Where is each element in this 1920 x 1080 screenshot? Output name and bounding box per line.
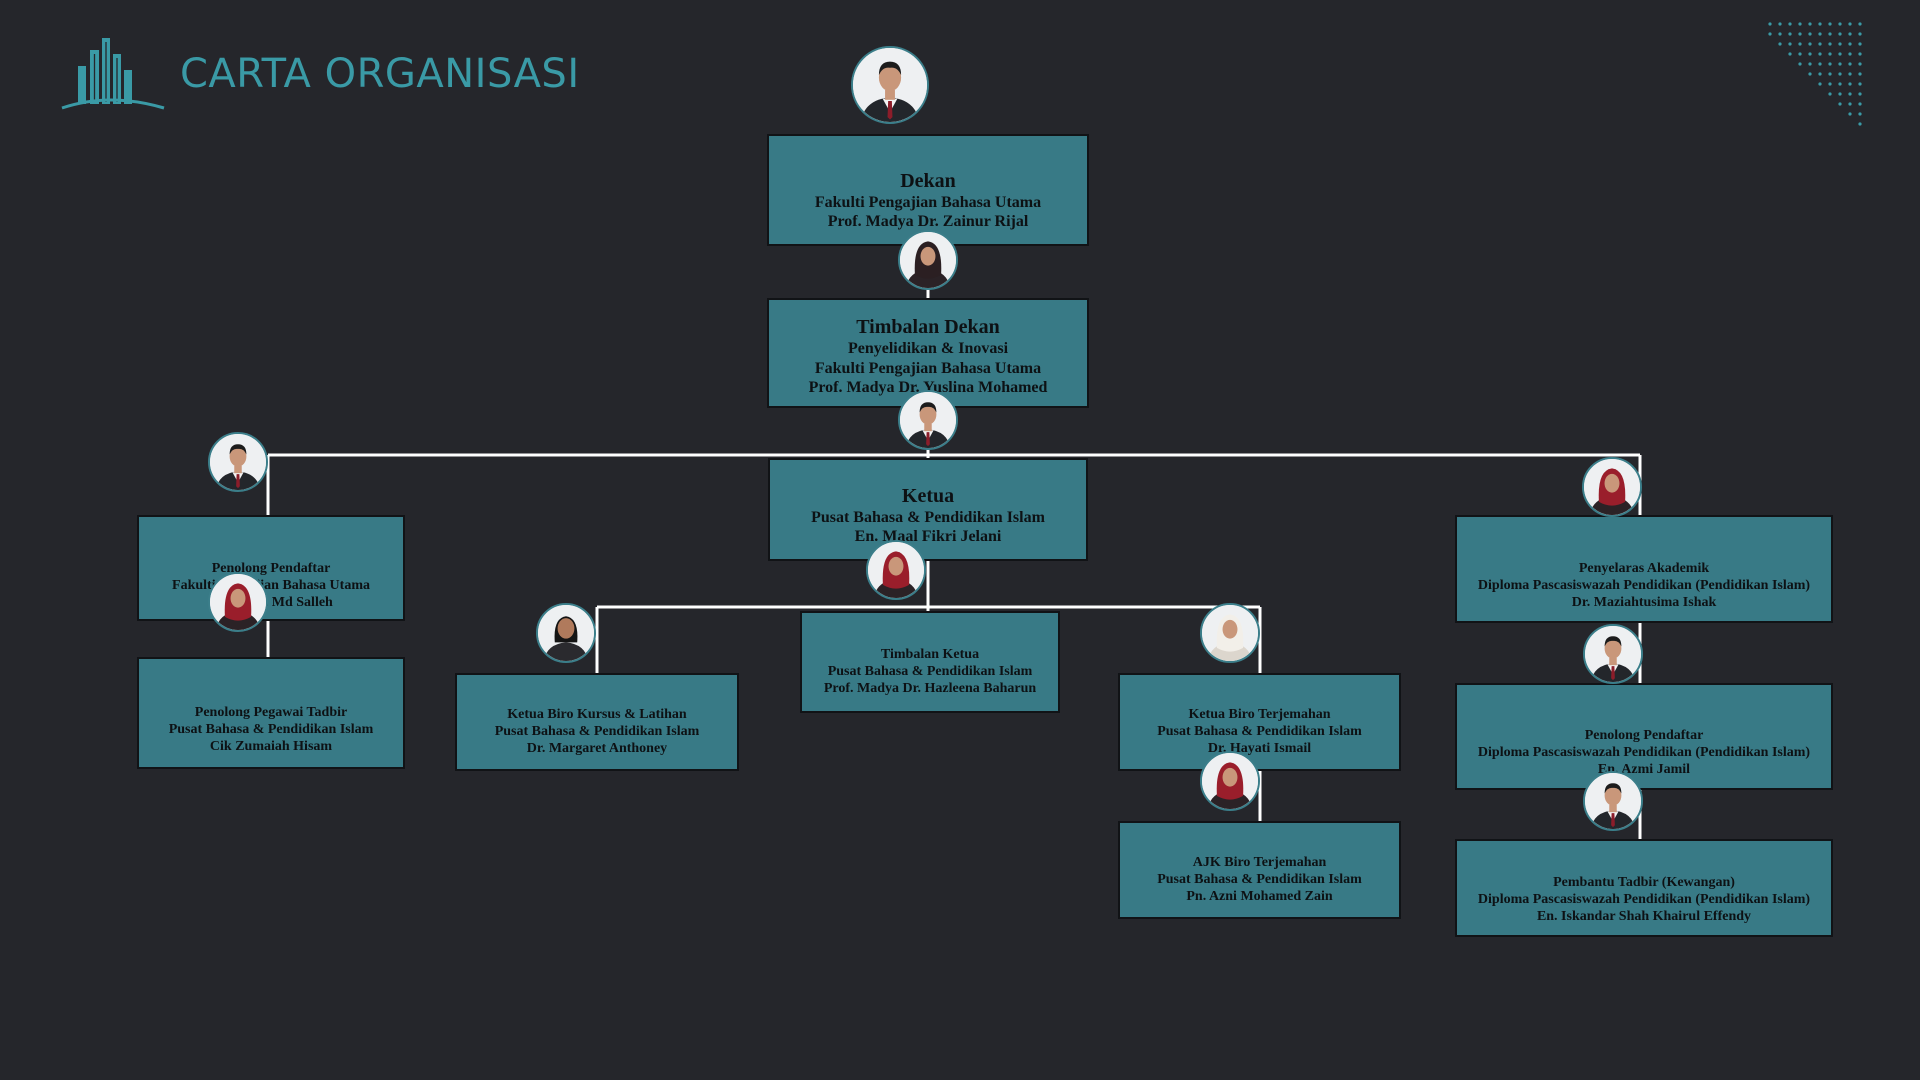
- node-role: Ketua Biro Kursus & Latihan: [507, 706, 687, 722]
- node-role: Timbalan Ketua: [880, 646, 980, 662]
- city-buildings-logo-icon: [61, 38, 165, 110]
- node-role: Penolong Pendaftar: [1584, 727, 1704, 743]
- node-role: Penolong Pegawai Tadbir: [194, 704, 348, 720]
- page-title: CARTA ORGANISASI: [180, 51, 580, 97]
- avatar-photo-icon: [208, 432, 268, 492]
- node-role: AJK Biro Terjemahan: [1192, 854, 1327, 870]
- node-person-name: Pn. Azni Mohamed Zain: [1186, 888, 1333, 904]
- avatar-photo-icon: [1200, 603, 1260, 663]
- node-role: Pembantu Tadbir (Kewangan): [1553, 874, 1735, 890]
- header: CARTA ORGANISASI: [60, 36, 580, 112]
- node-role: Ketua: [901, 484, 955, 507]
- node-unit: Diploma Pascasiswazah Pendidikan (Pendid…: [1477, 744, 1811, 760]
- avatar-photo-icon: [536, 603, 596, 663]
- node-role: Timbalan Dekan: [856, 316, 1000, 339]
- node-person-name: Prof. Madya Dr. Hazleena Baharun: [823, 680, 1037, 696]
- node-unit: Pusat Bahasa & Pendidikan Islam: [827, 663, 1033, 679]
- avatar-photo-icon: [866, 540, 926, 600]
- node-unit: Pusat Bahasa & Pendidikan Islam: [1157, 871, 1362, 887]
- node-person-name: Prof. Madya Dr. Yuslina Mohamed: [808, 379, 1048, 397]
- node-role: Penyelaras Akademik: [1578, 560, 1710, 576]
- node-unit: Penyelidikan & Inovasi: [847, 340, 1009, 358]
- node-unit: Fakulti Pengajian Bahasa Utama: [172, 577, 370, 593]
- avatar-photo-icon: [1583, 771, 1643, 831]
- avatar-photo-icon: [898, 230, 958, 290]
- node-person-name: Prof. Madya Dr. Zainur Rijal: [827, 213, 1029, 231]
- node-person-name: En. Iskandar Shah Khairul Effendy: [1536, 908, 1752, 924]
- node-pembantu-tadbir: Pembantu Tadbir (Kewangan)Diploma Pascas…: [1455, 839, 1833, 937]
- node-unit: Pusat Bahasa & Pendidikan Islam: [168, 721, 374, 737]
- node-person-name: Dr. Maziahtusima Ishak: [1571, 594, 1717, 610]
- node-unit: Diploma Pascasiswazah Pendidikan (Pendid…: [1477, 577, 1811, 593]
- node-person-name: En. Maal Fikri Jelani: [854, 528, 1002, 546]
- node-unit: Fakulti Pengajian Bahasa Utama: [814, 359, 1042, 377]
- node-role: Ketua Biro Terjemahan: [1188, 706, 1331, 722]
- decorative-dot-pattern: [1768, 22, 1862, 126]
- node-unit: Fakulti Pengajian Bahasa Utama: [814, 193, 1042, 211]
- node-unit: Diploma Pascasiswazah Pendidikan (Pendid…: [1477, 891, 1811, 907]
- avatar-photo-icon: [851, 46, 929, 124]
- avatar-photo-icon: [1583, 624, 1643, 684]
- node-person-name: Dr. Margaret Anthoney: [526, 740, 668, 756]
- avatar-photo-icon: [208, 572, 268, 632]
- node-unit: Pusat Bahasa & Pendidikan Islam: [1157, 723, 1362, 739]
- node-role: Dekan: [900, 169, 956, 192]
- avatar-photo-icon: [898, 390, 958, 450]
- node-person-name: Cik Zumaiah Hisam: [209, 738, 333, 754]
- node-unit: Pusat Bahasa & Pendidikan Islam: [494, 723, 700, 739]
- avatar-photo-icon: [1200, 751, 1260, 811]
- avatar-photo-icon: [1582, 457, 1642, 517]
- node-unit: Pusat Bahasa & Pendidikan Islam: [811, 508, 1045, 526]
